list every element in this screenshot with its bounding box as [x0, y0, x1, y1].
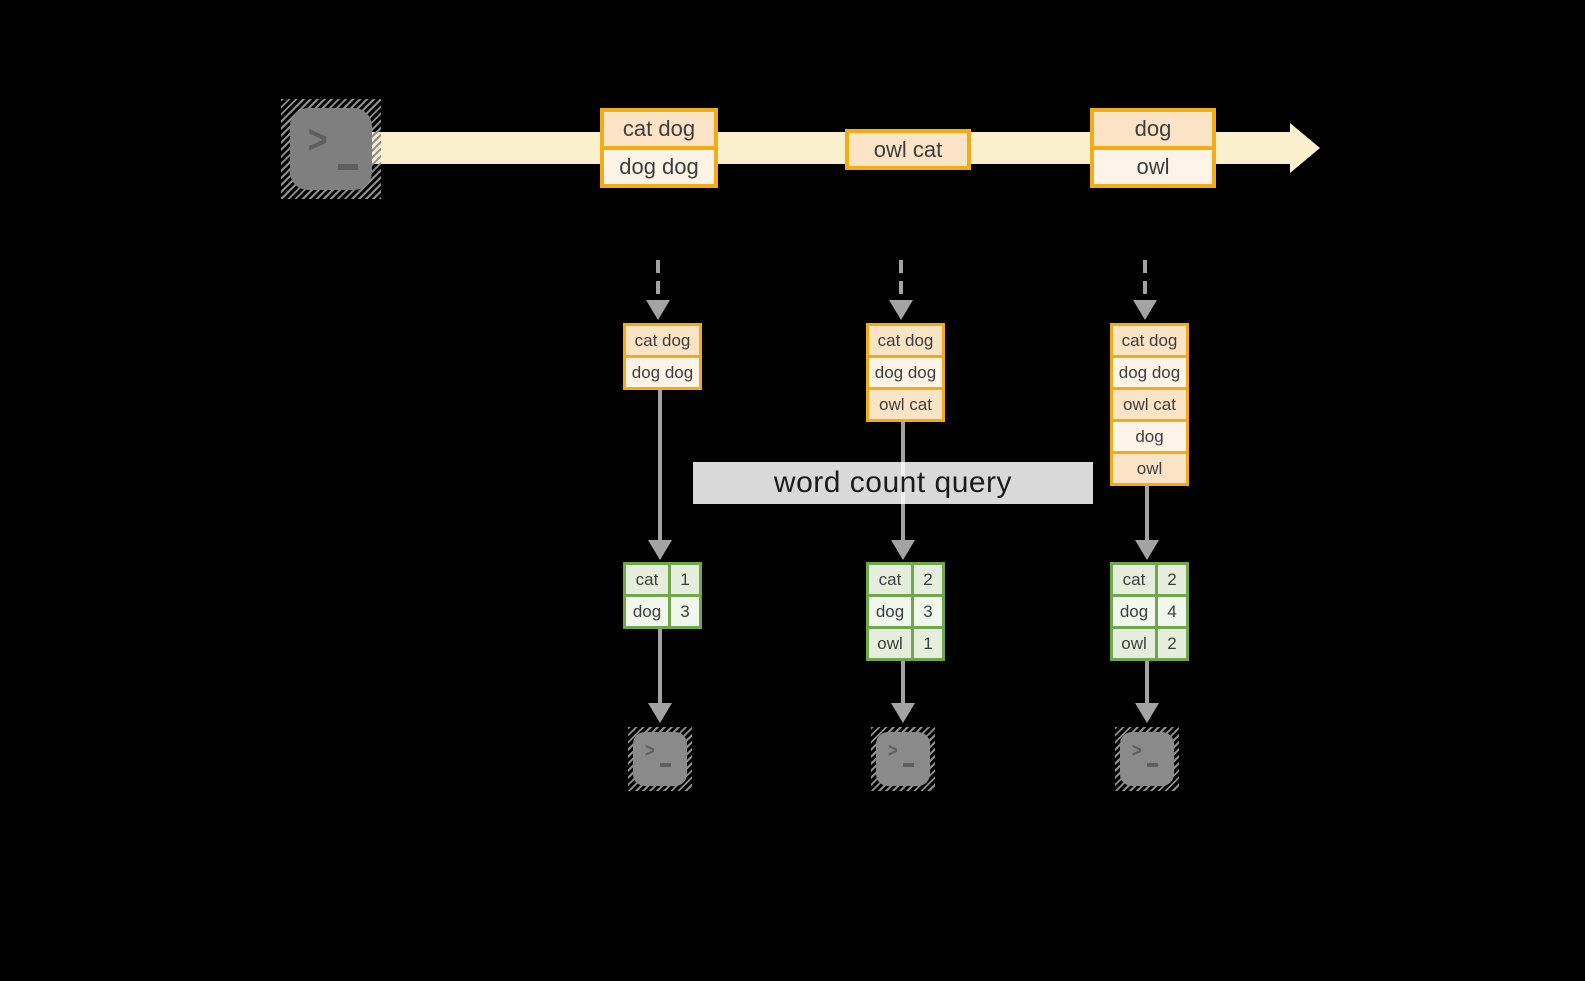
- arrow-line: [658, 390, 662, 540]
- stream-event-box: cat dog dog dog: [600, 108, 718, 188]
- prompt-underscore-icon: [1147, 763, 1158, 767]
- event-row: owl: [1094, 150, 1212, 184]
- arrow-head-icon: [1135, 703, 1159, 723]
- arrow-head-icon: [1135, 540, 1159, 560]
- dashed-arrow: [899, 260, 903, 302]
- buffer-row: owl cat: [1113, 387, 1186, 419]
- arrow-head-icon: [891, 703, 915, 723]
- buffer-row: owl: [1113, 451, 1186, 483]
- table-row: cat 2: [869, 565, 942, 594]
- table-row: dog 3: [869, 594, 942, 626]
- dashed-arrow: [656, 260, 660, 302]
- terminal-body: >: [290, 108, 372, 190]
- prompt-underscore-icon: [903, 763, 914, 767]
- arrow-line: [1145, 661, 1149, 703]
- table-row: owl 1: [869, 626, 942, 658]
- word-cell: cat: [869, 565, 914, 594]
- arrow-line: [1145, 486, 1149, 540]
- count-cell: 4: [1158, 597, 1186, 626]
- word-cell: owl: [869, 629, 914, 658]
- buffer-row: dog dog: [869, 355, 942, 387]
- word-cell: dog: [1113, 597, 1158, 626]
- buffer-row: dog: [1113, 419, 1186, 451]
- query-label: word count query: [773, 466, 1013, 499]
- word-cell: owl: [1113, 629, 1158, 658]
- buffer-row: dog dog: [626, 355, 699, 387]
- event-row: dog: [1094, 112, 1212, 146]
- arrow-head-icon: [891, 540, 915, 560]
- terminal-sink-icon: >: [871, 727, 935, 791]
- stream-event-box: owl cat: [845, 129, 971, 170]
- arrow-line: [901, 661, 905, 703]
- message-buffer: cat dog dog dog: [623, 323, 702, 390]
- event-row: cat dog: [604, 112, 714, 146]
- terminal-sink-icon: >: [628, 727, 692, 791]
- buffer-row: cat dog: [1113, 326, 1186, 355]
- prompt-underscore-icon: [660, 763, 671, 767]
- word-cell: dog: [626, 597, 671, 626]
- word-count-table: cat 2 dog 3 owl 1: [866, 562, 945, 661]
- count-cell: 2: [1158, 565, 1186, 594]
- table-row: dog 4: [1113, 594, 1186, 626]
- count-cell: 3: [914, 597, 942, 626]
- arrow-head-icon: [889, 300, 913, 320]
- arrow-head-icon: [1133, 300, 1157, 320]
- count-cell: 3: [671, 597, 699, 626]
- table-row: dog 3: [626, 594, 699, 626]
- arrow-head-icon: [648, 703, 672, 723]
- query-label-box: word count query: [693, 462, 1093, 504]
- count-cell: 1: [671, 565, 699, 594]
- stream-arrowhead-icon: [1290, 123, 1320, 173]
- buffer-row: owl cat: [869, 387, 942, 419]
- word-cell: dog: [869, 597, 914, 626]
- arrow-line: [658, 629, 662, 703]
- word-count-table: cat 1 dog 3: [623, 562, 702, 629]
- count-cell: 2: [914, 565, 942, 594]
- table-row: cat 2: [1113, 565, 1186, 594]
- table-row: cat 1: [626, 565, 699, 594]
- prompt-chevron-icon: >: [1131, 740, 1142, 762]
- prompt-chevron-icon: >: [644, 740, 655, 762]
- message-buffer: cat dog dog dog owl cat dog owl: [1110, 323, 1189, 486]
- table-row: owl 2: [1113, 626, 1186, 658]
- buffer-row: dog dog: [1113, 355, 1186, 387]
- prompt-chevron-icon: >: [307, 118, 328, 162]
- word-cell: cat: [626, 565, 671, 594]
- word-cell: cat: [1113, 565, 1158, 594]
- arrow-head-icon: [648, 540, 672, 560]
- terminal-body: >: [876, 732, 930, 786]
- buffer-row: cat dog: [869, 326, 942, 355]
- stream-event-box: dog owl: [1090, 108, 1216, 188]
- count-cell: 1: [914, 629, 942, 658]
- message-buffer: cat dog dog dog owl cat: [866, 323, 945, 422]
- event-row: owl cat: [849, 133, 967, 166]
- buffer-row: cat dog: [626, 326, 699, 355]
- terminal-sink-icon: >: [1115, 727, 1179, 791]
- arrow-head-icon: [646, 300, 670, 320]
- dashed-arrow: [1143, 260, 1147, 302]
- terminal-body: >: [633, 732, 687, 786]
- prompt-chevron-icon: >: [887, 740, 898, 762]
- terminal-body: >: [1120, 732, 1174, 786]
- terminal-source-icon: >: [281, 99, 381, 199]
- prompt-underscore-icon: [338, 164, 358, 170]
- event-row: dog dog: [604, 150, 714, 184]
- count-cell: 2: [1158, 629, 1186, 658]
- word-count-table: cat 2 dog 4 owl 2: [1110, 562, 1189, 661]
